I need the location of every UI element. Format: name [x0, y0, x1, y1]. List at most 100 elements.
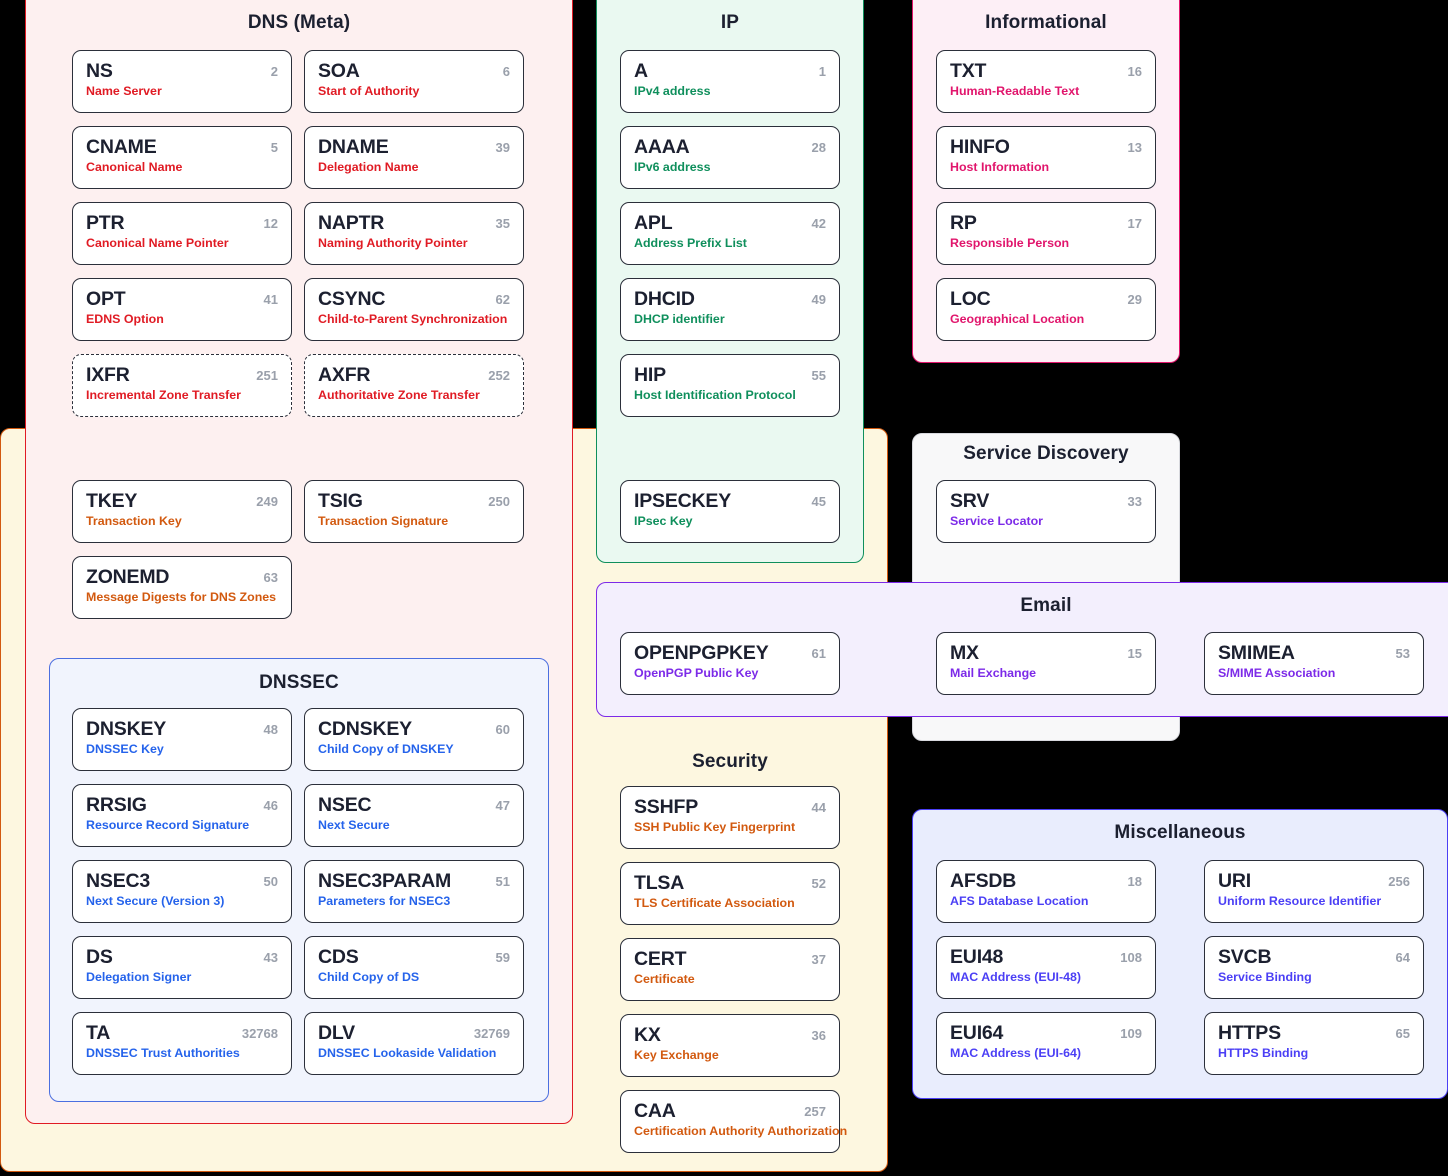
group-title-dns-meta: DNS (Meta): [247, 12, 351, 33]
record-desc: Incremental Zone Transfer: [86, 388, 241, 403]
record-desc: DNSSEC Lookaside Validation: [318, 1046, 497, 1061]
record-desc: S/MIME Association: [1218, 666, 1336, 681]
record-code: EUI48: [950, 946, 1004, 968]
record-number: 32769: [473, 1026, 510, 1041]
record-number: 41: [263, 292, 278, 307]
record-number: 5: [270, 140, 278, 155]
group-title-service-discovery: Service Discovery: [963, 443, 1129, 464]
record-desc: Transaction Signature: [318, 514, 449, 529]
record-desc: Canonical Name: [86, 160, 183, 175]
record-card[interactable]: CNAME 5 Canonical Name: [72, 126, 292, 189]
record-code: SVCB: [1218, 946, 1272, 968]
record-number: 43: [263, 950, 278, 965]
record-desc: Transaction Key: [86, 514, 182, 529]
record-code: HIP: [634, 364, 666, 386]
record-number: 46: [263, 798, 278, 813]
record-number: 59: [495, 950, 510, 965]
record-card[interactable]: SMIMEA 53 S/MIME Association: [1204, 632, 1424, 695]
record-code: RP: [950, 212, 977, 234]
record-desc: Service Locator: [950, 514, 1043, 529]
record-code: EUI64: [950, 1022, 1004, 1044]
record-code: ZONEMD: [86, 566, 170, 588]
record-code: CNAME: [86, 136, 157, 158]
group-title-informational: Informational: [985, 12, 1107, 33]
record-number: 32768: [241, 1026, 278, 1041]
group-title-miscellaneous: Miscellaneous: [1114, 822, 1246, 843]
record-desc: Name Server: [86, 84, 162, 99]
record-number: 251: [256, 368, 278, 383]
record-code: IXFR: [86, 364, 130, 386]
record-desc: Certification Authority Authorization: [634, 1124, 848, 1139]
record-code: TKEY: [86, 490, 138, 512]
record-code: NAPTR: [318, 212, 385, 234]
record-number: 52: [811, 876, 826, 891]
record-code: A: [634, 60, 648, 82]
record-desc: Naming Authority Pointer: [318, 236, 468, 251]
group-title-dnssec: DNSSEC: [259, 672, 339, 693]
record-desc: TLS Certificate Association: [634, 896, 795, 911]
record-card[interactable]: EUI64 109 MAC Address (EUI-64): [936, 1012, 1156, 1075]
record-code: AAAA: [634, 136, 690, 158]
record-code: URI: [1218, 870, 1251, 892]
record-number: 109: [1120, 1026, 1142, 1041]
record-code: SSHFP: [634, 796, 699, 818]
record-code: IPSECKEY: [634, 490, 732, 512]
record-number: 36: [811, 1028, 826, 1043]
record-number: 29: [1127, 292, 1142, 307]
record-card[interactable]: IXFR 251 Incremental Zone Transfer: [72, 354, 292, 417]
record-number: 13: [1127, 140, 1142, 155]
record-number: 47: [495, 798, 510, 813]
record-desc: Delegation Name: [318, 160, 419, 175]
record-desc: Authoritative Zone Transfer: [318, 388, 480, 403]
record-desc: MAC Address (EUI-64): [950, 1046, 1082, 1061]
record-code: NS: [86, 60, 113, 82]
record-code: SMIMEA: [1218, 642, 1295, 664]
record-number: 53: [1395, 646, 1410, 661]
